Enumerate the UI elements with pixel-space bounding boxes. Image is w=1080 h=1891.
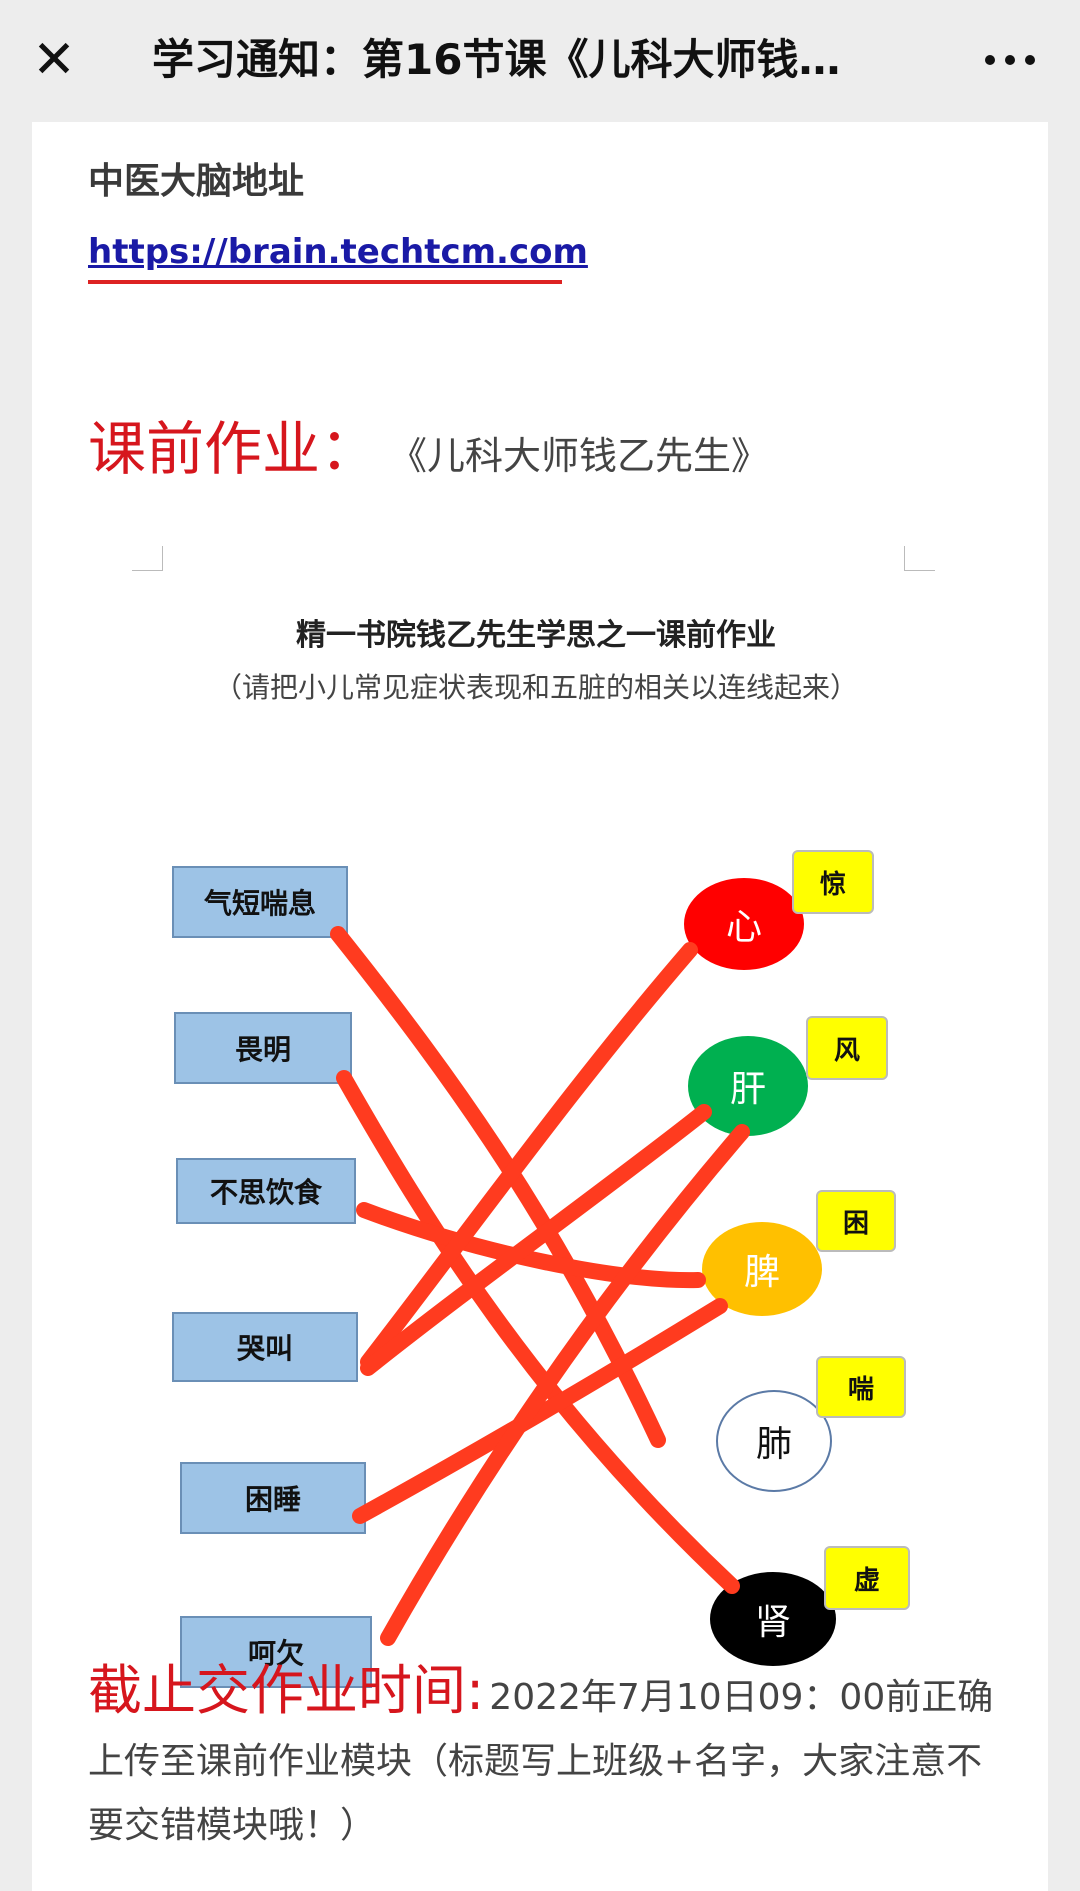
page-title: 学习通知：第16节课《儿科大师钱…: [152, 35, 841, 84]
organ-heart: 心: [684, 878, 804, 970]
homework-label: 课前作业：: [88, 415, 379, 483]
organ-tag: 风: [806, 1016, 888, 1080]
article-content: 中医大脑地址 https://brain.techtcm.com 课前作业： 《儿…: [32, 122, 1048, 1891]
ink-line: [352, 1298, 728, 1524]
ink-line: [330, 926, 666, 1448]
crop-mark: [132, 546, 163, 571]
worksheet-subtitle: （请把小儿常见症状表现和五脏的相关以连线起来）: [213, 671, 858, 704]
top-bar: ✕ 学习通知：第16节课《儿科大师钱…: [0, 0, 1080, 122]
ink-line: [380, 1124, 750, 1646]
deadline-label: 截止交作业时间:: [88, 1659, 485, 1722]
organ-tag: 虚: [824, 1546, 910, 1610]
symptom-box: 困睡: [180, 1462, 366, 1534]
symptom-box: 呵欠: [180, 1616, 372, 1688]
organ-tag: 喘: [816, 1356, 906, 1418]
worksheet-title: 精一书院钱乙先生学思之一课前作业: [296, 618, 776, 653]
symptom-box: 哭叫: [172, 1312, 358, 1382]
homework-book-title: 《儿科大师钱乙先生》: [408, 434, 770, 478]
symptom-box: 不思饮食: [176, 1158, 356, 1224]
link-underline-decoration: [88, 280, 562, 284]
brain-address-label: 中医大脑地址: [88, 161, 305, 202]
brain-address-link[interactable]: https://brain.techtcm.com: [88, 232, 588, 272]
deadline-text: 2022年7月10日09：00前正确上传至课前作业模块（标题写上班级+名字，大家…: [88, 1677, 994, 1846]
handwritten-connecting-lines: [330, 926, 750, 1646]
organ-lung: 肺: [716, 1390, 832, 1492]
organ-tag: 惊: [792, 850, 874, 914]
homework-heading: 课前作业： 《儿科大师钱乙先生》: [88, 402, 769, 486]
ink-line: [360, 942, 698, 1370]
more-dots-icon[interactable]: [970, 30, 1050, 90]
ink-line: [336, 1070, 740, 1594]
symptom-box: 气短喘息: [172, 866, 348, 938]
ink-line: [356, 1202, 706, 1289]
crop-mark: [904, 546, 935, 571]
ink-line: [360, 1104, 712, 1376]
organ-liver: 肝: [688, 1036, 808, 1136]
organ-tag: 困: [816, 1190, 896, 1252]
close-icon[interactable]: ✕: [32, 30, 76, 90]
symptom-box: 畏明: [174, 1012, 352, 1084]
worksheet-image: 精一书院钱乙先生学思之一课前作业 （请把小儿常见症状表现和五脏的相关以连线起来）…: [96, 522, 976, 1722]
deadline-paragraph: 截止交作业时间: 2022年7月10日09：00前正确上传至课前作业模块（标题写…: [88, 1662, 1008, 1861]
